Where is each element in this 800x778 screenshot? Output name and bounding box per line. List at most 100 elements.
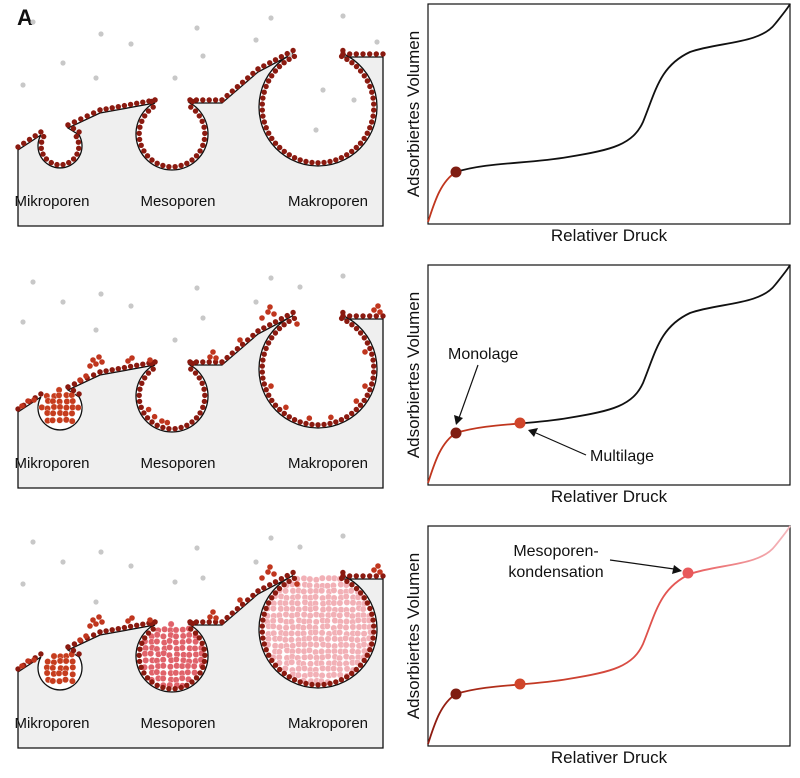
adsorbed-molecule (188, 366, 194, 372)
adsorbed-molecule (189, 157, 195, 163)
adsorbed-molecule (83, 373, 89, 379)
adsorbed-molecule (144, 675, 151, 681)
adsorbed-molecule (219, 619, 225, 625)
adsorbed-molecule (373, 573, 379, 579)
condensed-molecule (336, 629, 343, 636)
adsorbed-molecule (344, 318, 350, 324)
adsorbed-molecule (364, 78, 371, 84)
adsorbed-molecule (278, 576, 285, 582)
pore-label: Makroporen (288, 715, 368, 732)
adsorbed-molecule (338, 155, 345, 161)
condensed-molecule (191, 669, 199, 677)
adsorbed-molecule (303, 680, 309, 687)
adsorbed-molecule (269, 595, 275, 601)
condensed-molecule (294, 647, 302, 655)
adsorbed-molecule (196, 635, 202, 641)
adsorbed-molecule (136, 136, 143, 143)
adsorbed-molecule (263, 605, 269, 612)
adsorbed-molecule (277, 144, 283, 151)
adsorbed-molecule (375, 303, 381, 309)
adsorbed-molecule (261, 585, 267, 591)
adsorbed-molecule (291, 677, 298, 683)
adsorbed-molecule (149, 419, 155, 425)
condensed-molecule (68, 417, 76, 425)
adsorbed-molecule (145, 108, 152, 114)
adsorbed-molecule (286, 318, 292, 324)
condensed-molecule (56, 416, 64, 424)
adsorbed-molecule (303, 158, 309, 165)
adsorbed-molecule (361, 397, 367, 404)
condensed-molecule (184, 662, 192, 670)
adsorbed-molecule (265, 340, 272, 346)
gas-molecule (340, 273, 346, 279)
arrowhead (672, 565, 682, 574)
adsorbed-molecule (140, 361, 146, 367)
adsorbed-molecule (145, 406, 152, 413)
gas-molecule (253, 37, 259, 43)
adsorbed-molecule (309, 159, 315, 166)
adsorbed-molecule (136, 652, 142, 658)
adsorbed-molecule (140, 621, 146, 627)
condensed-molecule (293, 611, 301, 619)
adsorbed-molecule (250, 332, 256, 339)
condensed-molecule (336, 599, 344, 607)
condensed-molecule (288, 630, 295, 637)
condensed-molecule (185, 637, 193, 645)
adsorbed-molecule (99, 619, 105, 625)
adsorbed-molecule (371, 307, 377, 313)
adsorbed-molecule (197, 670, 203, 676)
adsorbed-molecule (152, 619, 158, 625)
gas-molecule (297, 284, 303, 290)
adsorbed-molecule (54, 161, 60, 168)
adsorbed-molecule (260, 635, 266, 641)
condensed-molecule (312, 635, 319, 643)
gas-molecule (268, 15, 274, 21)
condensed-molecule (331, 635, 339, 643)
adsorbed-molecule (327, 680, 333, 687)
adsorbed-molecule (327, 158, 333, 165)
adsorbed-molecule (327, 420, 333, 427)
adsorbed-molecule (145, 630, 152, 636)
adsorbed-molecule (166, 686, 172, 692)
adsorbed-molecule (154, 682, 160, 688)
adsorbed-molecule (74, 151, 80, 157)
adsorbed-molecule (380, 51, 386, 57)
adsorbed-molecule (99, 359, 105, 365)
adsorbed-molecule (290, 569, 296, 576)
substrate (17, 314, 384, 489)
adsorbed-molecule (353, 313, 359, 319)
condensed-molecule (56, 677, 63, 685)
condensed-molecule (330, 587, 338, 594)
adsorbed-molecule (103, 106, 109, 112)
condensed-molecule (301, 653, 308, 661)
adsorbed-molecule (115, 104, 122, 110)
condensed-molecule (336, 654, 343, 662)
condensation-point (682, 567, 694, 579)
adsorbed-molecule (200, 97, 206, 103)
adsorbed-molecule (199, 380, 205, 386)
gas-molecule (194, 25, 200, 31)
condensed-molecule (359, 605, 367, 613)
condensed-molecule (312, 604, 319, 612)
adsorbed-molecule (200, 664, 206, 670)
adsorbed-molecule (109, 367, 115, 373)
condensed-molecule (178, 644, 186, 652)
adsorbed-molecule (127, 101, 134, 108)
condensed-molecule (336, 612, 344, 619)
adsorbed-molecule (149, 157, 155, 163)
adsorbed-molecule (38, 651, 44, 657)
adsorbed-molecule (237, 337, 243, 343)
condensed-molecule (69, 663, 77, 671)
adsorbed-molecule (234, 84, 241, 90)
condensed-molecule (294, 671, 302, 679)
adsorbed-molecule (370, 635, 376, 641)
adsorbed-molecule (115, 626, 122, 632)
condensed-molecule (343, 599, 351, 606)
adsorbed-molecule (139, 640, 145, 646)
adsorbed-molecule (206, 619, 212, 625)
adsorbed-molecule (78, 116, 84, 122)
